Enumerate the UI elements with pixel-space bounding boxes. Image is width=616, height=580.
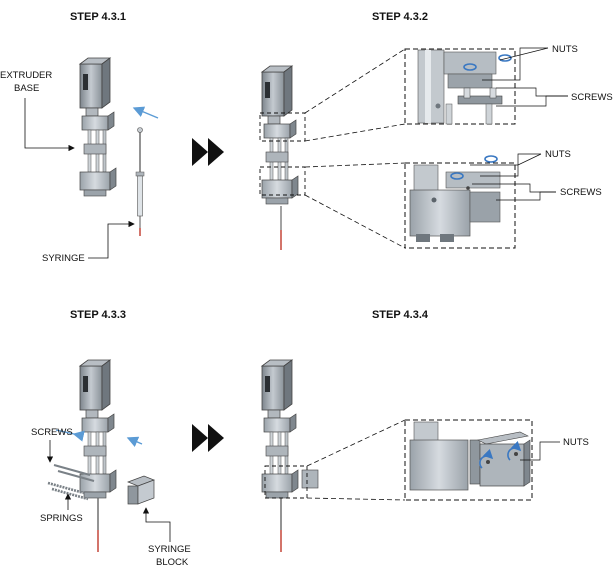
rotation-arrow-icon	[479, 440, 522, 469]
label-screws: SCREWS	[31, 427, 73, 438]
callout-box-lower	[259, 166, 306, 196]
callout-box	[264, 465, 308, 499]
insert-direction-arrow	[132, 106, 159, 119]
extruder-with-syringe-illustration	[79, 359, 117, 552]
step-title: STEP 4.3.3	[70, 309, 126, 321]
label-nuts-upper: NUTS	[552, 44, 578, 55]
label-syringe-block-1: SYRINGE	[148, 544, 191, 555]
detail-view-lower	[404, 155, 516, 249]
label-screws-lower: SCREWS	[560, 187, 602, 198]
label-screws-upper: SCREWS	[571, 92, 613, 103]
step-title: STEP 4.3.1	[70, 11, 126, 23]
label-springs: SPRINGS	[40, 513, 83, 524]
label-syringe-block-2: BLOCK	[156, 557, 189, 568]
detail-view-upper	[404, 48, 516, 125]
syringe-block	[127, 475, 155, 505]
step-4-3-4-panel: STEP 4.3.4 NUTS	[261, 309, 589, 552]
label-nuts-lower: NUTS	[545, 149, 571, 160]
label-base: BASE	[14, 83, 39, 94]
step-4-3-1-panel: STEP 4.3.1 EXTRUDER BASE SYRINGE	[0, 11, 159, 264]
syringe-leader	[88, 220, 135, 259]
extruder-assembly-illustration	[261, 65, 299, 250]
extruder-base-leader	[24, 98, 75, 152]
label-extruder: EXTRUDER	[0, 70, 52, 81]
callout-box-upper	[259, 112, 306, 142]
rotation-arrow-icon	[450, 155, 498, 180]
detail-view	[404, 419, 533, 501]
step-4-3-2-panel: STEP 4.3.2	[259, 11, 613, 250]
label-nuts: NUTS	[563, 437, 589, 448]
step-4-3-3-panel: STEP 4.3.3 SCREWS SPRINGS SYRINGE BLOCK	[31, 309, 191, 568]
double-chevron-right-icon	[192, 424, 224, 452]
extruder-base-illustration	[79, 57, 117, 197]
double-chevron-right-icon	[192, 138, 224, 166]
label-syringe: SYRINGE	[42, 253, 85, 264]
step-title: STEP 4.3.2	[372, 11, 428, 23]
syringe-illustration	[135, 127, 145, 237]
extruder-final-illustration	[261, 359, 319, 552]
step-title: STEP 4.3.4	[372, 309, 429, 321]
rotation-arrow-icon	[463, 54, 512, 71]
